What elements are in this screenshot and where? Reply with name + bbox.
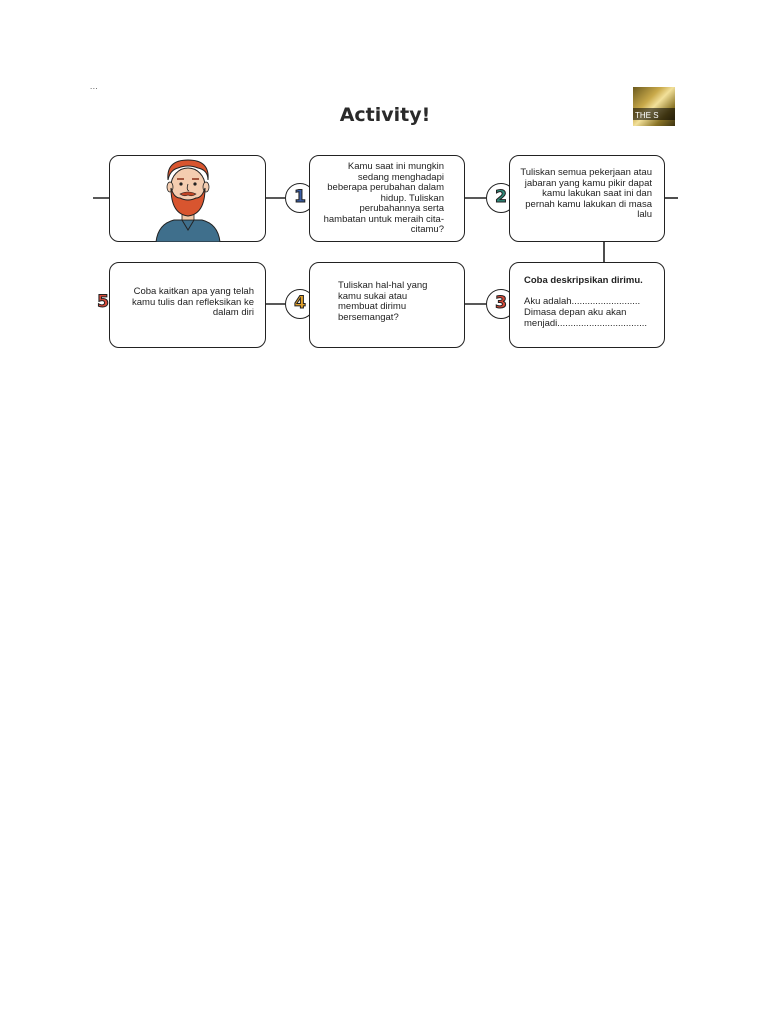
step-1-text: Kamu saat ini mungkin sedang menghadapi … (323, 161, 444, 235)
page-title: Activity! (339, 104, 431, 126)
step-3-line-1: Aku adalah.......................... (524, 296, 641, 307)
step-4-box: Tuliskan hal-hal yang kamu sukai atau me… (309, 262, 465, 348)
step-5-badge: 5 (97, 292, 110, 313)
cropped-header-text: ... (90, 84, 99, 90)
step-1-box: Kamu saat ini mungkin sedang menghadapi … (309, 155, 465, 242)
thumbnail-caption-band (633, 108, 675, 120)
step-3-heading: Coba deskripsikan dirimu. (524, 275, 643, 286)
thumbnail-label: THE S (635, 111, 659, 120)
step-5-text: Coba kaitkan apa yang telah kamu tulis d… (132, 286, 254, 318)
bearded-man-illustration (155, 159, 221, 242)
step-2-box: Tuliskan semua pekerjaan atau jabaran ya… (509, 155, 665, 242)
illustration-box (109, 155, 266, 242)
step-3-box: Coba deskripsikan dirimu. Aku adalah....… (509, 262, 665, 348)
thumbnail-image[interactable]: THE S (633, 87, 675, 126)
step-3-line-2: Dimasa depan aku akan menjadi...........… (524, 307, 648, 329)
step-4-text: Tuliskan hal-hal yang kamu sukai atau me… (338, 280, 428, 323)
step-2-text: Tuliskan semua pekerjaan atau jabaran ya… (520, 167, 652, 220)
step-5-box: Coba kaitkan apa yang telah kamu tulis d… (109, 262, 266, 348)
